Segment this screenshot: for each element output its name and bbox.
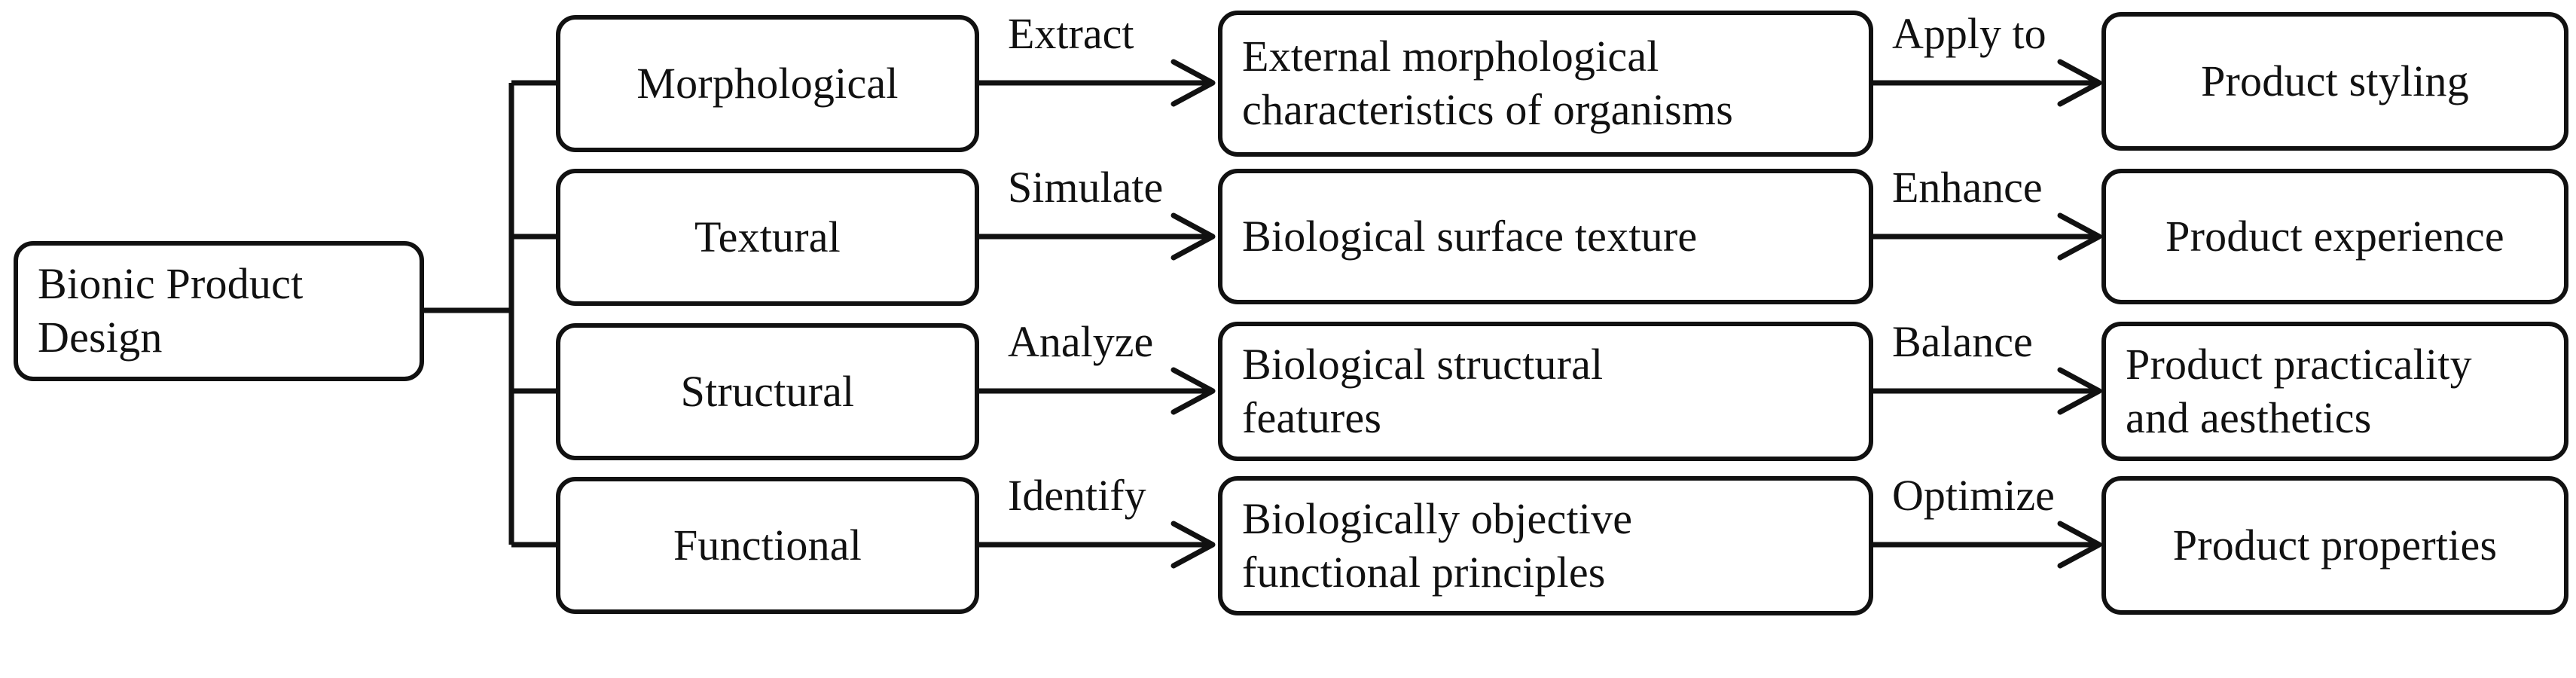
edge-label-identify: Identify [1008, 471, 1146, 520]
node-outcome-product-styling-text: Product styling [2201, 56, 2469, 105]
arrowhead-4a [1170, 521, 1216, 569]
arrowhead-1a [1170, 59, 1216, 107]
node-outcome-product-experience-text: Product experience [2165, 211, 2504, 261]
arrowhead-1b [2057, 59, 2102, 107]
node-outcome-product-styling[interactable]: Product styling [2101, 12, 2568, 151]
arrowhead-2b [2057, 212, 2102, 261]
arrowhead-2a [1170, 212, 1216, 261]
node-aspect-textural-label: Textural [694, 212, 841, 261]
node-outcome-product-experience[interactable]: Product experience [2101, 169, 2568, 304]
node-aspect-textural[interactable]: Textural [556, 169, 979, 306]
node-biological-functional-line2: functional principles [1242, 547, 1606, 597]
node-biological-structural-line2: features [1242, 392, 1382, 442]
node-root-line1: Bionic Product [38, 259, 304, 309]
arrowhead-3a [1170, 367, 1216, 415]
node-aspect-functional-label: Functional [673, 520, 862, 570]
node-aspect-morphological-label: Morphological [636, 58, 899, 108]
node-biological-structural-line1: Biological structural [1242, 339, 1604, 389]
arrowhead-4b [2057, 521, 2102, 569]
edge-label-extract: Extract [1008, 9, 1134, 58]
edge-label-balance: Balance [1892, 317, 2033, 366]
arrowhead-3b [2057, 367, 2102, 415]
edge-label-simulate: Simulate [1008, 163, 1164, 212]
node-root-line2: Design [38, 313, 163, 362]
node-biological-morphological-line2: characteristics of organisms [1242, 85, 1733, 134]
node-biological-morphological-line1: External morphological [1242, 32, 1659, 81]
edge-label-optimize: Optimize [1892, 471, 2055, 520]
node-outcome-product-practicality-line1: Product practicality [2126, 339, 2472, 389]
edge-label-apply-to: Apply to [1892, 9, 2046, 58]
node-aspect-structural[interactable]: Structural [556, 323, 979, 460]
node-biological-textural-text: Biological surface texture [1242, 211, 1698, 261]
node-aspect-functional[interactable]: Functional [556, 477, 979, 614]
node-biological-textural[interactable]: Biological surface texture [1218, 169, 1873, 304]
node-outcome-product-properties[interactable]: Product properties [2101, 476, 2568, 615]
node-aspect-morphological[interactable]: Morphological [556, 15, 979, 152]
edge-label-enhance: Enhance [1892, 163, 2043, 212]
node-outcome-product-practicality-line2: and aesthetics [2126, 392, 2372, 442]
edge-label-analyze: Analyze [1008, 317, 1154, 366]
node-aspect-structural-label: Structural [680, 366, 855, 416]
node-outcome-product-properties-text: Product properties [2172, 520, 2498, 570]
node-biological-functional-line1: Biologically objective [1242, 493, 1633, 543]
